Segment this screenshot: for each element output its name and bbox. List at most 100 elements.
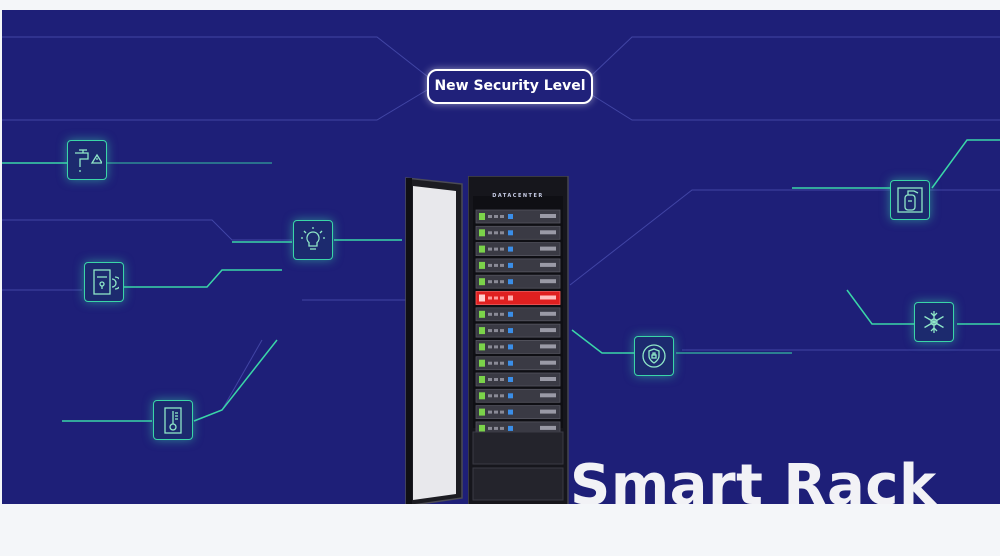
drive-slot <box>500 361 504 365</box>
drive-slot <box>488 394 492 398</box>
unit-handle <box>540 311 556 316</box>
unit-handle <box>540 344 556 349</box>
hero-banner: DATACENTER New Security Level <box>2 10 1000 504</box>
server-unit <box>475 339 561 354</box>
status-led <box>479 294 485 302</box>
unit-handle <box>540 328 556 333</box>
status-led <box>479 392 485 400</box>
server-unit <box>475 258 561 273</box>
unit-handle <box>540 409 556 414</box>
activity-led <box>508 230 513 236</box>
drive-slot <box>494 394 498 398</box>
security-shield-icon <box>634 336 674 376</box>
rack-label: DATACENTER <box>492 193 544 199</box>
drive-slot <box>500 426 504 430</box>
unit-handle <box>540 393 556 398</box>
status-led <box>479 359 485 367</box>
drive-slot <box>494 215 498 218</box>
unit-handle <box>540 214 556 218</box>
pipe-leak-icon <box>67 140 107 180</box>
activity-led <box>508 246 513 252</box>
drive-slot <box>500 345 504 349</box>
drive-slot <box>494 361 498 365</box>
status-led <box>479 408 485 416</box>
status-led <box>479 278 485 286</box>
server-unit <box>475 388 561 403</box>
activity-led <box>508 214 513 219</box>
activity-led <box>508 425 513 431</box>
activity-led <box>508 377 513 382</box>
activity-led <box>508 295 513 301</box>
status-led <box>479 245 485 253</box>
server-unit <box>475 307 561 322</box>
drive-slot <box>494 329 498 333</box>
drive-slot <box>488 329 492 333</box>
circuit-lines <box>2 36 1000 422</box>
server-unit <box>475 323 561 338</box>
status-led <box>479 376 485 383</box>
drive-slot <box>494 378 498 381</box>
drive-slot <box>500 329 504 333</box>
status-led <box>479 327 485 335</box>
product-title: Smart Rack <box>570 453 937 505</box>
activity-led <box>508 409 513 415</box>
unit-handle <box>540 230 556 235</box>
server-rack <box>468 176 569 504</box>
drive-slot <box>494 296 498 300</box>
drive-slot <box>500 410 504 414</box>
unit-handle <box>540 360 556 365</box>
activity-led <box>508 262 513 268</box>
drive-slot <box>494 312 498 316</box>
server-unit <box>475 372 561 387</box>
thermometer-icon <box>153 400 193 440</box>
drive-slot <box>488 312 492 316</box>
activity-led <box>508 279 513 285</box>
drive-slot <box>488 215 492 218</box>
status-led <box>479 343 485 351</box>
server-unit <box>475 274 561 289</box>
status-led <box>479 424 485 432</box>
drive-slot <box>500 378 504 381</box>
drive-slot <box>500 215 504 218</box>
status-led <box>479 310 485 318</box>
drive-slot <box>494 280 498 284</box>
drive-slot <box>488 378 492 381</box>
server-unit-alert <box>475 291 561 305</box>
status-led <box>479 213 485 220</box>
server-unit <box>475 405 561 420</box>
door-lock-icon <box>84 262 124 302</box>
drive-slot <box>488 247 492 251</box>
security-level-badge: New Security Level <box>427 69 593 104</box>
drive-slot <box>488 345 492 349</box>
unit-handle <box>540 246 556 251</box>
drive-slot <box>494 410 498 414</box>
drive-slot <box>488 231 492 235</box>
drive-slot <box>488 280 492 284</box>
snowflake-icon <box>914 302 954 342</box>
activity-led <box>508 393 513 399</box>
unit-handle <box>540 279 556 284</box>
drive-slot <box>488 263 492 267</box>
drive-slot <box>494 247 498 251</box>
activity-led <box>508 328 513 334</box>
drive-slot <box>488 361 492 365</box>
fire-extinguisher-icon <box>890 180 930 220</box>
activity-led <box>508 311 513 317</box>
drive-slot <box>500 280 504 284</box>
drive-slot <box>488 426 492 430</box>
drive-slot <box>500 296 504 300</box>
drive-slot <box>500 312 504 316</box>
drive-slot <box>494 426 498 430</box>
drive-slot <box>500 394 504 398</box>
unit-handle <box>540 262 556 267</box>
unit-handle <box>540 295 556 300</box>
drive-slot <box>488 410 492 414</box>
lightbulb-icon <box>293 220 333 260</box>
unit-handle <box>540 377 556 381</box>
rack-door <box>405 177 463 504</box>
drive-slot <box>494 345 498 349</box>
activity-led <box>508 360 513 366</box>
drive-slot <box>494 231 498 235</box>
drive-slot <box>500 231 504 235</box>
status-led <box>479 229 485 237</box>
